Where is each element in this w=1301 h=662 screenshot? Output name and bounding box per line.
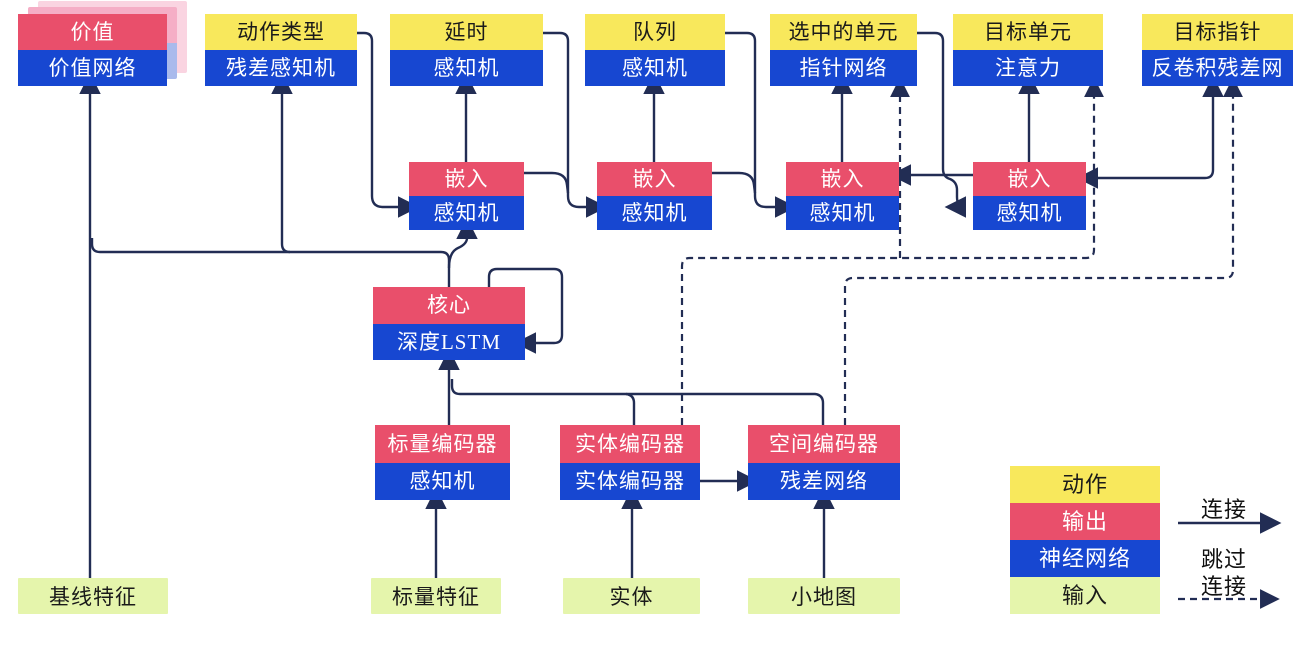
edge-embed4-targetpointer (1076, 75, 1224, 189)
edge-entityencoder-to-bus (625, 392, 636, 425)
legend-skip-label-line2: 连接 (1200, 574, 1247, 599)
node-queue-action-label: 队列 (585, 14, 725, 50)
node-delay: 延时 感知机 (390, 14, 543, 86)
legend-input: 输入 (1010, 577, 1160, 614)
node-entity-encoder-network-label: 实体编码器 (560, 463, 700, 500)
node-entities: 实体 (563, 578, 700, 614)
legend-output: 输出 (1010, 503, 1160, 540)
node-scalar-encoder-output-label: 标量编码器 (375, 425, 510, 463)
edge-embed1-to-embed2 (524, 171, 570, 194)
node-spatial-encoder-network-label: 残差网络 (748, 463, 900, 500)
edge-actiontype-to-embed1 (357, 31, 420, 218)
node-queue: 队列 感知机 (585, 14, 725, 86)
node-entity-encoder: 实体编码器 实体编码器 (560, 425, 700, 500)
node-action-type-network-label: 残差感知机 (205, 50, 357, 86)
node-delay-network-label: 感知机 (390, 50, 543, 86)
node-baseline-features: 基线特征 (18, 578, 168, 614)
node-embed4-network-label: 感知机 (973, 196, 1086, 230)
node-embed1: 嵌入 感知机 (409, 162, 524, 230)
edge-core-to-embed1 (447, 217, 478, 269)
edge-core-selfloop (487, 267, 564, 354)
node-target-unit-action-label: 目标单元 (953, 14, 1103, 50)
node-embed2-output-label: 嵌入 (597, 162, 712, 196)
node-scalar-encoder: 标量编码器 感知机 (375, 425, 510, 500)
node-scalar-encoder-network-label: 感知机 (375, 463, 510, 500)
legend: 动作 输出 神经网络 输入 (1010, 466, 1160, 614)
node-embed1-network-label: 感知机 (409, 196, 524, 230)
node-embed2: 嵌入 感知机 (597, 162, 712, 230)
edge-selected-to-embed4 (917, 31, 967, 218)
node-embed3-output-label: 嵌入 (786, 162, 899, 196)
node-queue-network-label: 感知机 (585, 50, 725, 86)
node-selected-units-action-label: 选中的单元 (770, 14, 917, 50)
node-core: 核心 深度LSTM (373, 287, 525, 360)
node-embed4-output-label: 嵌入 (973, 162, 1086, 196)
node-value-network-label: 价值网络 (18, 50, 167, 86)
legend-connection-label: 连接 (1200, 497, 1247, 522)
node-action-type-action-label: 动作类型 (205, 14, 357, 50)
node-action-type: 动作类型 残差感知机 (205, 14, 357, 86)
node-target-unit: 目标单元 注意力 (953, 14, 1103, 86)
skip-entityencoder-to-targetunit (680, 77, 1104, 425)
edge-core-output-bus (90, 238, 451, 287)
node-core-network-label: 深度LSTM (373, 324, 525, 360)
node-embed3-network-label: 感知机 (786, 196, 899, 230)
node-target-unit-network-label: 注意力 (953, 50, 1103, 86)
node-embed3: 嵌入 感知机 (786, 162, 899, 230)
skip-spatialencoder-to-targetpointer (843, 77, 1243, 425)
node-spatial-encoder-output-label: 空间编码器 (748, 425, 900, 463)
node-value: 价值 价值网络 (18, 14, 167, 86)
legend-skip-label-line1: 跳过 (1200, 547, 1247, 572)
legend-network: 神经网络 (1010, 540, 1160, 577)
edge-queue-to-embed3 (725, 31, 797, 218)
edge-delay-to-embed2 (543, 31, 608, 218)
node-target-pointer: 目标指针 反卷积残差网 (1142, 14, 1293, 86)
node-delay-action-label: 延时 (390, 14, 543, 50)
edge-core-to-actiontype (271, 72, 293, 254)
node-spatial-encoder: 空间编码器 残差网络 (748, 425, 900, 500)
node-core-output-label: 核心 (373, 287, 525, 324)
node-embed2-network-label: 感知机 (597, 196, 712, 230)
node-target-pointer-network-label: 反卷积残差网 (1142, 50, 1293, 86)
node-selected-units: 选中的单元 指针网络 (770, 14, 917, 86)
node-value-output-label: 价值 (18, 14, 167, 50)
node-embed4: 嵌入 感知机 (973, 162, 1086, 230)
node-minimap: 小地图 (748, 578, 900, 614)
node-embed1-output-label: 嵌入 (409, 162, 524, 196)
node-entity-encoder-output-label: 实体编码器 (560, 425, 700, 463)
legend-action: 动作 (1010, 466, 1160, 503)
node-scalar-features: 标量特征 (371, 578, 501, 614)
edge-encoder-bus-to-core (450, 379, 825, 425)
node-selected-units-network-label: 指针网络 (770, 50, 917, 86)
node-target-pointer-action-label: 目标指针 (1142, 14, 1293, 50)
edge-embed2-to-embed3 (712, 171, 757, 194)
